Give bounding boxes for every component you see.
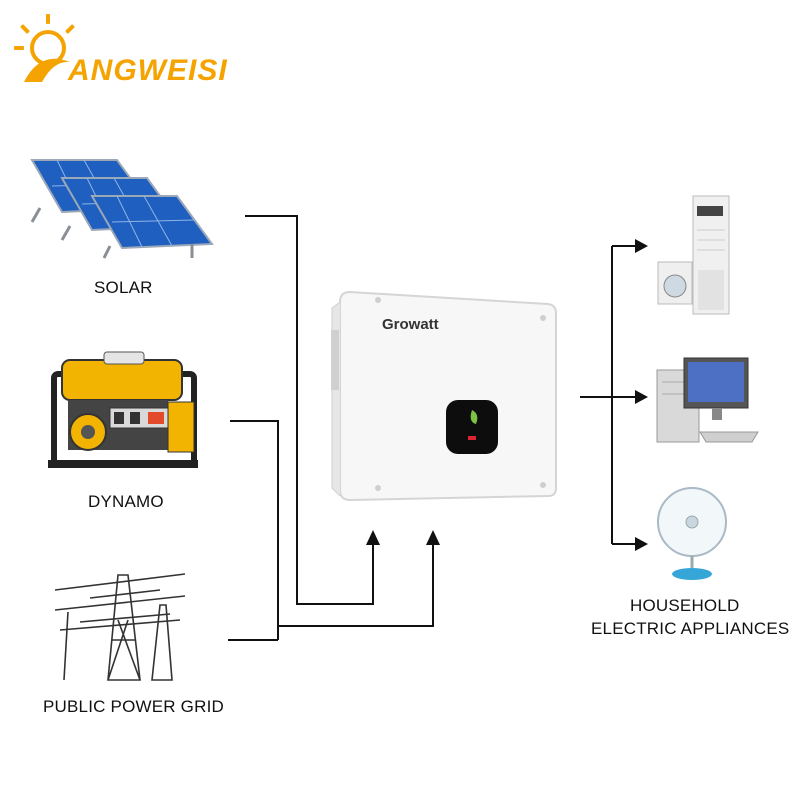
washing-machine-icon [657,261,693,305]
computer-icon [656,357,759,443]
grid-label: PUBLIC POWER GRID [43,697,224,716]
brand-logo: ANGWEISI [10,10,227,90]
logo-text: ANGWEISI [68,54,228,87]
sun-logo-icon [14,14,75,82]
generator-icon [48,351,198,468]
inverter-brand: Growatt [382,316,439,333]
output-label-line2: ELECTRIC APPLIANCES [591,619,790,638]
fan-icon [657,487,727,580]
flow-lines [228,215,638,641]
power-tower-icon [54,573,186,681]
output-label-line1: HOUSEHOLD [630,596,740,615]
inverter-icon [331,290,557,502]
solar-panel-icon [30,159,214,259]
arrow-heads [366,239,648,551]
air-conditioner-icon [692,195,730,315]
dynamo-label: DYNAMO [88,492,164,511]
solar-label: SOLAR [94,278,153,297]
